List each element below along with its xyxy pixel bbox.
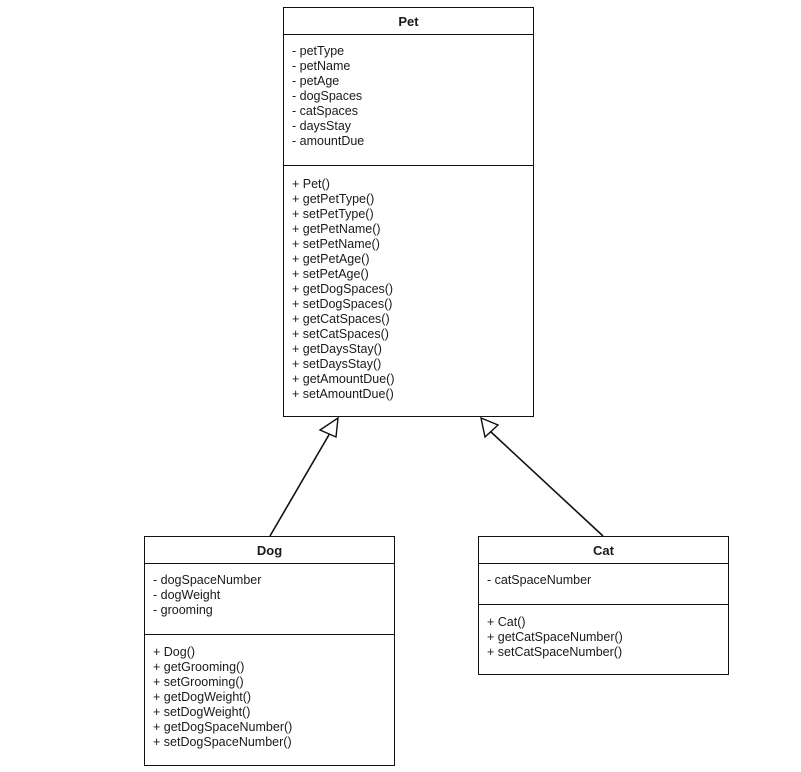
attribute: - dogWeight [153, 588, 221, 602]
class-cat: Cat - catSpaceNumber + Cat() + getCatSpa… [478, 536, 729, 675]
class-pet-attributes: - petType - petName - petAge - dogSpaces… [284, 35, 533, 166]
method: + getPetAge() [292, 252, 370, 266]
attribute: - dogSpaceNumber [153, 573, 262, 587]
attribute: - petType [292, 44, 345, 58]
method: + getDogSpaces() [292, 282, 394, 296]
method: + getPetType() [292, 192, 375, 206]
method: + setDogSpaceNumber() [153, 735, 292, 749]
method: + setPetName() [292, 237, 380, 251]
method: + Pet() [292, 177, 330, 191]
class-cat-methods: + Cat() + getCatSpaceNumber() + setCatSp… [479, 605, 728, 669]
method: + getPetName() [292, 222, 381, 236]
method: + setGrooming() [153, 675, 244, 689]
attribute: - catSpaceNumber [487, 573, 592, 587]
method: + Dog() [153, 645, 196, 659]
cat-generalization-arrowhead [480, 416, 500, 439]
method: + setPetType() [292, 207, 374, 221]
class-dog-name: Dog [145, 537, 394, 564]
method: + getGrooming() [153, 660, 245, 674]
method: + setCatSpaceNumber() [487, 645, 623, 659]
attribute: - petAge [292, 74, 340, 88]
cat-inherits-pet-connector [480, 416, 604, 537]
class-dog-methods: + Dog() + getGrooming() + setGrooming() … [145, 635, 394, 759]
attribute: - grooming [153, 603, 213, 617]
class-dog-attributes: - dogSpaceNumber - dogWeight - grooming [145, 564, 394, 635]
class-cat-attributes: - catSpaceNumber [479, 564, 728, 605]
attribute: - petName [292, 59, 351, 73]
method: + setCatSpaces() [292, 327, 389, 341]
method: + setPetAge() [292, 267, 369, 281]
method: + getDaysStay() [292, 342, 382, 356]
class-cat-name: Cat [479, 537, 728, 564]
method: + getCatSpaceNumber() [487, 630, 623, 644]
method: + setDaysStay() [292, 357, 382, 371]
attribute: - dogSpaces [292, 89, 363, 103]
method: + getAmountDue() [292, 372, 395, 386]
class-pet-name: Pet [284, 8, 533, 35]
method: + getDogWeight() [153, 690, 252, 704]
method: + setDogSpaces() [292, 297, 393, 311]
dog-generalization-arrowhead [318, 416, 339, 439]
dog-inherits-pet-connector [269, 416, 339, 537]
attribute: - catSpaces [292, 104, 359, 118]
method: + Cat() [487, 615, 526, 629]
class-pet: Pet - petType - petName - petAge - dogSp… [283, 7, 534, 417]
method: + getCatSpaces() [292, 312, 390, 326]
class-dog: Dog - dogSpaceNumber - dogWeight - groom… [144, 536, 395, 766]
attribute: - daysStay [292, 119, 352, 133]
method: + setDogWeight() [153, 705, 251, 719]
class-pet-methods: + Pet() + getPetType() + setPetType() + … [284, 166, 533, 411]
method: + getDogSpaceNumber() [153, 720, 293, 734]
attribute: - amountDue [292, 134, 365, 148]
method: + setAmountDue() [292, 387, 394, 401]
